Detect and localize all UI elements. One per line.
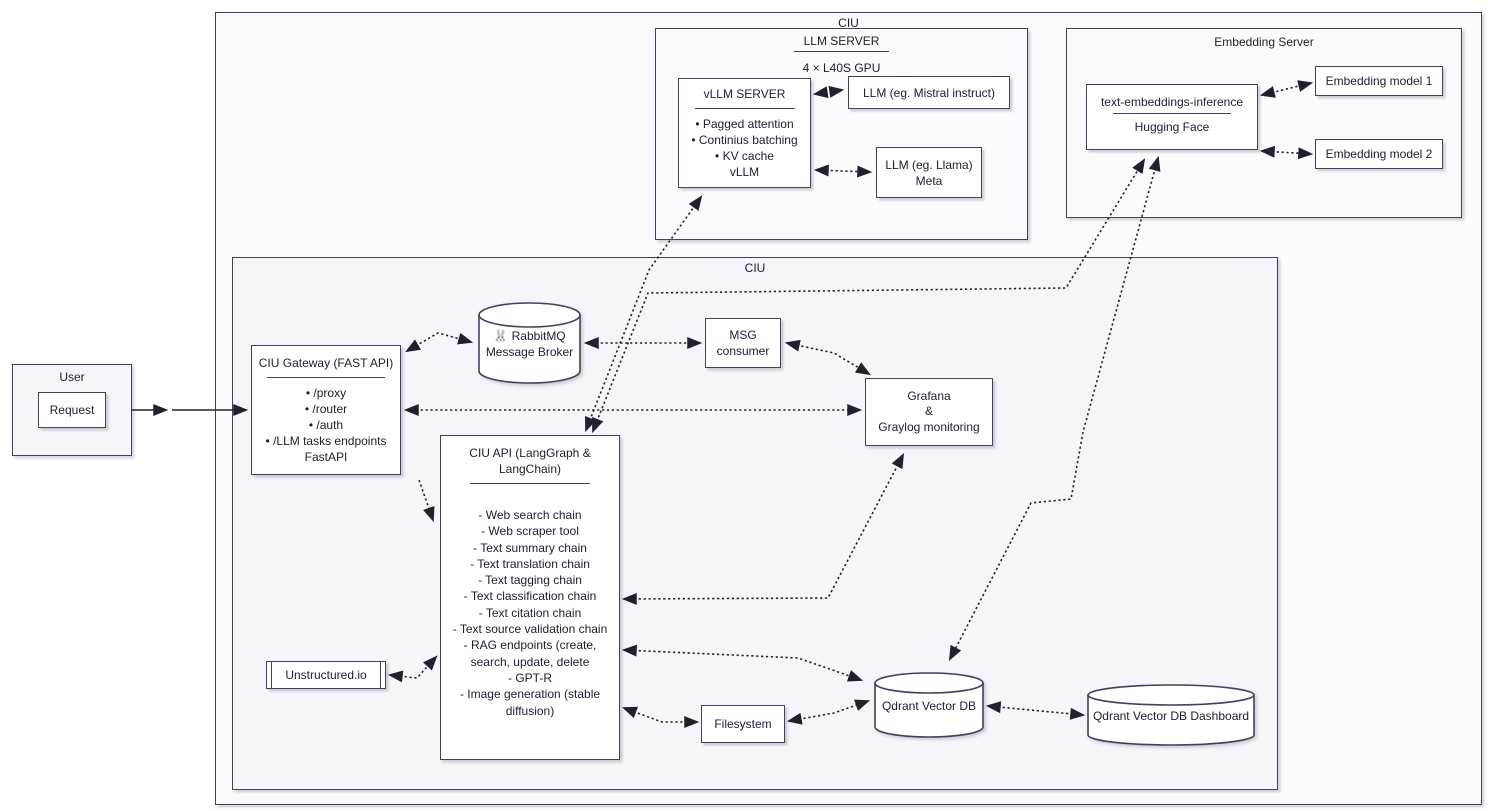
llm-server-title: LLM SERVER [803,34,880,48]
tei-title: text-embeddings-inference [1100,95,1244,109]
grafana-label-1: Grafana [907,388,951,403]
msg-consumer-label-1: MSG [729,328,757,342]
rabbitmq-sublabel: Message Broker [485,345,574,359]
ciu-gateway-title: CIU Gateway (FAST API) [258,356,394,370]
request-label: Request [49,403,95,417]
unstructured-io-label: Unstructured.io [285,668,367,682]
llm-mistral-box: LLM (eg. Mistral instruct) [848,76,1010,109]
tei-title-rule [1113,113,1231,114]
llm-server-subtitle: 4 × L40S GPU [802,61,881,75]
list-item: • Continius batching [691,133,798,147]
ciu-gateway-title-rule [267,377,385,378]
cylinder-shape [478,302,581,384]
list-item: - Text classification chain [463,589,597,604]
grafana-box: Grafana & Graylog monitoring [865,378,993,446]
llm-mistral-label: LLM (eg. Mistral instruct) [862,85,996,100]
qdrant-dashboard-label: Qdrant Vector DB Dashboard [1092,709,1250,723]
vllm-server-title: vLLM SERVER [703,87,786,101]
list-item: • KV cache [715,149,774,163]
embedding-server-title: Embedding Server [1214,35,1314,49]
list-item: - Text source validation chain [452,622,608,637]
qdrant-dashboard-cylinder: Qdrant Vector DB Dashboard [1087,684,1255,746]
vllm-title-rule [694,108,795,109]
filesystem-label: Filesystem [714,717,772,731]
rabbit-icon: 🐰 [493,329,509,343]
unstructured-io-box: Unstructured.io [266,661,386,689]
ciu-gateway-box: CIU Gateway (FAST API) • /proxy • /router… [251,345,401,475]
cylinder-shape [874,672,984,738]
llm-llama-label-1: LLM (eg. Llama) [885,157,973,172]
list-item: - Image generation (stable [459,687,601,702]
rabbitmq-cylinder: 🐰 RabbitMQ Message Broker [478,302,581,384]
user-label: User [59,370,85,384]
list-item: - Web scraper tool [481,524,579,539]
list-item: - RAG endpoints (create, [463,638,597,653]
list-item: - Text citation chain [478,605,582,620]
ciu-api-title-1: CIU API (LangGraph & [469,446,591,460]
msg-consumer-label-2: consumer [716,344,770,358]
embedding-model-1-label: Embedding model 1 [1325,74,1433,88]
ciu-api-box: CIU API (LangGraph & LangChain) - Web se… [440,435,620,760]
request-box: Request [38,392,106,428]
list-item: • /LLM tasks endpoints [265,434,387,448]
list-item: • /proxy [305,386,347,400]
grafana-label-2: & [924,404,933,419]
llm-server-title-rule [794,51,889,52]
filesystem-box: Filesystem [701,705,785,743]
qdrant-cylinder: Qdrant Vector DB [874,672,984,738]
grafana-label-3: Graylog monitoring [878,419,980,434]
ciu-gateway-endpoint-list: • /proxy • /router • /auth • /LLM tasks end… [266,385,387,465]
cylinder-shape [1087,684,1255,746]
ciu-api-chain-list: - Web search chain- Web scraper tool- Te… [453,507,608,719]
tei-subtitle: Hugging Face [1134,120,1210,134]
list-item: search, update, delete [470,654,590,669]
list-item: - Text tagging chain [478,573,582,588]
list-item: - GPT-R [508,670,552,685]
list-item: • Pagged attention [695,117,794,131]
embedding-model-2-box: Embedding model 2 [1315,139,1443,169]
list-item: diffusion) [505,703,555,718]
vllm-server-box: vLLM SERVER • Pagged attention • Continiu… [678,78,811,188]
vllm-feature-list: • Pagged attention • Continius batching • … [691,116,797,180]
embedding-server-container: Embedding Server [1066,28,1462,218]
ciu-api-title-rule [470,483,590,484]
embedding-model-1-box: Embedding model 1 [1315,66,1443,96]
llm-llama-label-2: Meta [915,173,943,188]
msg-consumer-box: MSG consumer [705,318,781,368]
embedding-model-2-label: Embedding model 2 [1325,147,1433,161]
list-item: - Web search chain [478,508,582,522]
list-item: vLLM [729,165,760,179]
list-item: - Text summary chain [473,540,587,555]
llm-llama-box: LLM (eg. Llama) Meta [876,147,982,198]
ciu-api-title-2: LangChain) [498,462,562,476]
inner-ciu-label: CIU [744,261,766,275]
list-item: - Text translation chain [470,556,590,571]
rabbitmq-label: 🐰 RabbitMQ [478,328,581,344]
qdrant-label: Qdrant Vector DB [881,699,977,713]
outer-ciu-label: CIU [838,16,859,30]
list-item: FastAPI [304,450,348,464]
rabbitmq-name: RabbitMQ [511,329,566,343]
list-item: • /auth [308,418,344,432]
text-embeddings-inference-box: text-embeddings-inference Hugging Face [1086,84,1258,150]
list-item: • /router [304,402,348,416]
